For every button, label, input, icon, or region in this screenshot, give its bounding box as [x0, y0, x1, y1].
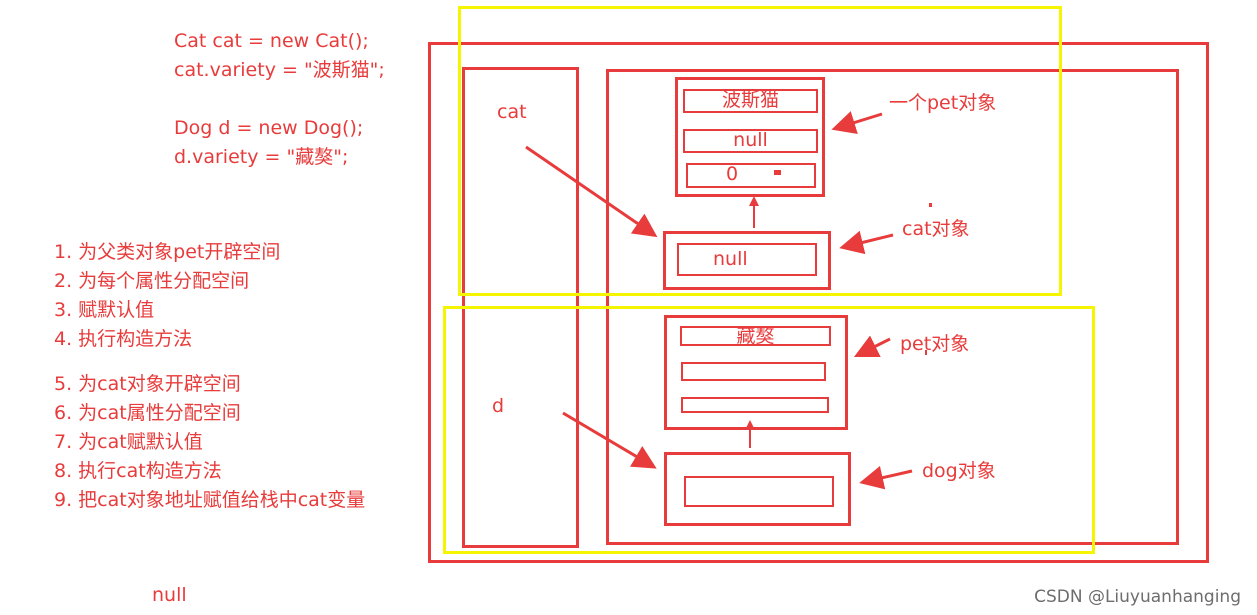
- code-line: cat.variety = "波斯猫";: [174, 59, 385, 81]
- step-item: 2. 为每个属性分配空间: [54, 270, 250, 292]
- cat-pet-age-marker: [774, 170, 781, 175]
- arrow-label-pet-of-cat: [831, 111, 883, 135]
- code-line: Cat cat = new Cat();: [174, 30, 369, 52]
- cat-highlight-box: [458, 6, 1062, 296]
- code-line: d.variety = "藏獒";: [174, 146, 349, 168]
- bottom-null-text: null: [152, 584, 187, 606]
- step-item: 1. 为父类对象pet开辟空间: [54, 241, 281, 263]
- code-block: Cat cat = new Cat(); cat.variety = "波斯猫"…: [174, 27, 385, 172]
- watermark: CSDN @Liuyuanhanging: [1034, 587, 1241, 607]
- cat-pet-field-age: 0: [686, 163, 816, 188]
- dog-pet-field-variety: 藏獒: [680, 326, 831, 346]
- cat-pet-age-value: 0: [726, 163, 739, 185]
- dog-pet-field-age: [681, 397, 829, 413]
- step-item: 7. 为cat赋默认值: [54, 431, 203, 453]
- stack-var-d: d: [492, 395, 505, 417]
- step-item: 4. 执行构造方法: [54, 328, 193, 350]
- memory-frame: [428, 42, 1209, 563]
- dog-object-field: [684, 476, 834, 507]
- cat-pet-field-variety: 波斯猫: [683, 89, 818, 113]
- label-pet-of-dog: pet对象: [900, 333, 970, 355]
- arrow-label-cat-object: [839, 230, 894, 255]
- stray-dot: [929, 203, 932, 207]
- cat-object-field: null: [677, 243, 817, 276]
- step-item: 5. 为cat对象开辟空间: [54, 373, 241, 395]
- dog-object: [664, 452, 851, 526]
- cat-pet-field-name: null: [683, 129, 818, 153]
- step-item: 8. 执行cat构造方法: [54, 460, 222, 482]
- cat-object: [663, 231, 831, 290]
- label-cat-object: cat对象: [902, 218, 970, 240]
- dog-pet-field-name: [681, 362, 826, 381]
- dog-highlight-box: [443, 306, 1095, 554]
- step-item: 3. 赋默认值: [54, 299, 155, 321]
- step-item: 6. 为cat属性分配空间: [54, 402, 241, 424]
- arrow-stack-cat-to-cat-object: [525, 145, 658, 238]
- dog-pet-object: [664, 315, 848, 430]
- arrow-label-dog-object: [859, 465, 913, 490]
- label-pet-of-cat: 一个pet对象: [889, 92, 997, 114]
- cat-pet-object: [675, 77, 825, 197]
- label-dog-object: dog对象: [922, 460, 996, 482]
- arrow-label-pet-of-dog: [853, 335, 891, 358]
- arrow-stack-d-to-dog-object: [562, 411, 657, 469]
- code-line: Dog d = new Dog();: [174, 117, 364, 139]
- stray-dot: [925, 350, 927, 355]
- stack-var-cat: cat: [497, 101, 527, 123]
